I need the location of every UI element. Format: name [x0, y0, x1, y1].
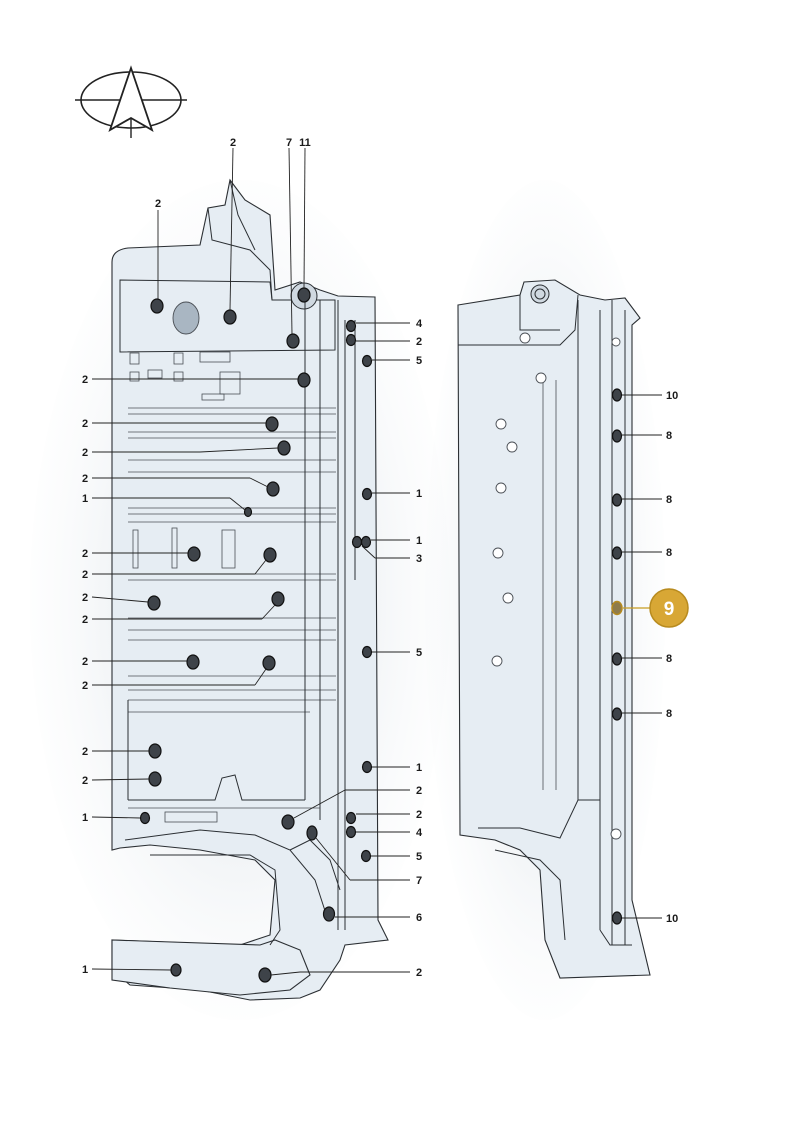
- weld-spot: [266, 481, 280, 497]
- weld-spot: [286, 333, 300, 349]
- label-right: 5: [416, 355, 422, 367]
- label-left: 2: [82, 447, 88, 459]
- right-weld-spots: [611, 388, 623, 925]
- weld-spot: [360, 535, 372, 549]
- weld-spot: [611, 493, 623, 507]
- weld-spot: [361, 760, 373, 774]
- label-left: 2: [82, 680, 88, 692]
- weld-spot: [611, 546, 623, 560]
- label-right-panel: 8: [666, 547, 672, 559]
- weld-spot: [187, 546, 201, 562]
- weld-spot: [148, 771, 162, 787]
- weld-spot: [170, 963, 182, 977]
- labels-left-top: 2 2 7 11: [155, 137, 311, 210]
- callout-badge[interactable]: 9: [649, 588, 689, 628]
- label-right: 2: [416, 967, 422, 979]
- callout-number: 9: [664, 599, 675, 620]
- leader-lines: [91, 147, 662, 976]
- label-right-panel: 10: [666, 913, 678, 925]
- weld-spot: [263, 547, 277, 563]
- weld-spot: [611, 707, 623, 721]
- label-left: 2: [82, 746, 88, 758]
- labels-right-panel: 10 8 8 8 8 8 10: [666, 390, 678, 925]
- weld-spot: [262, 655, 276, 671]
- left-panel-assembly: [30, 178, 450, 1020]
- label-left: 2: [82, 569, 88, 581]
- weld-spot: [611, 652, 623, 666]
- label-top: 2: [230, 137, 236, 149]
- label-right-panel: 8: [666, 430, 672, 442]
- label-right: 4: [416, 318, 423, 330]
- label-left: 2: [82, 592, 88, 604]
- weld-spot: [351, 535, 363, 549]
- label-right: 7: [416, 875, 422, 887]
- label-left: 2: [82, 473, 88, 485]
- label-top: 7: [286, 137, 292, 149]
- label-right: 1: [416, 488, 422, 500]
- labels-left-side: 2 2 2 2 1 2 2 2 2 2 2 2 2 1 1: [82, 374, 88, 976]
- weld-spot: [361, 487, 373, 501]
- weld-spot: [360, 849, 372, 863]
- weld-spot: [345, 319, 357, 333]
- label-left: 2: [82, 418, 88, 430]
- weld-spot: [281, 814, 295, 830]
- label-right: 1: [416, 535, 422, 547]
- weld-spot: [271, 591, 285, 607]
- weld-spot: [361, 354, 373, 368]
- weld-spot: [297, 287, 311, 303]
- label-left: 1: [82, 812, 88, 824]
- label-right: 2: [416, 809, 422, 821]
- weld-spot: [258, 967, 272, 983]
- label-left: 2: [82, 374, 88, 386]
- label-right-panel: 10: [666, 390, 678, 402]
- weld-spot: [139, 811, 151, 825]
- label-left: 1: [82, 493, 88, 505]
- weld-spot: [306, 825, 318, 841]
- weld-spot: [297, 372, 311, 388]
- label-right-panel: 8: [666, 708, 672, 720]
- label-right: 5: [416, 647, 422, 659]
- weld-spot: [148, 743, 162, 759]
- label-left: 2: [82, 775, 88, 787]
- weld-spot: [147, 595, 161, 611]
- weld-spot: [265, 416, 279, 432]
- label-left: 2: [82, 548, 88, 560]
- weld-spot: [150, 298, 164, 314]
- label-left: 2: [82, 614, 88, 626]
- label-left: 1: [82, 964, 88, 976]
- weld-spot: [345, 333, 357, 347]
- weld-spot: [243, 506, 253, 518]
- label-top: 11: [299, 137, 311, 149]
- weld-spot: [322, 906, 336, 922]
- label-right: 1: [416, 762, 422, 774]
- weld-spot: [277, 440, 291, 456]
- weld-spot: [345, 825, 357, 839]
- weld-spot: [611, 388, 623, 402]
- weld-spot: [345, 811, 357, 825]
- weld-spot: [361, 645, 373, 659]
- labels-left-right-side: 4 2 5 1 1 3 5 1 2 2 4 5 7 6 2: [416, 318, 423, 979]
- label-right: 2: [416, 785, 422, 797]
- right-rocker-panel: [425, 180, 665, 1020]
- label-right: 2: [416, 336, 422, 348]
- label-left: 2: [82, 656, 88, 668]
- north-arrow-compass-logo: [75, 65, 187, 138]
- weld-spot: [223, 309, 237, 325]
- weld-spot: [186, 654, 200, 670]
- label-right: 6: [416, 912, 422, 924]
- weld-spot: [611, 429, 623, 443]
- label-right: 5: [416, 851, 422, 863]
- weld-spot-highlighted: [611, 600, 623, 616]
- label-right: 4: [416, 827, 423, 839]
- weld-spot: [611, 911, 623, 925]
- label-right: 3: [416, 553, 422, 565]
- label-top: 2: [155, 198, 161, 210]
- label-right-panel: 8: [666, 494, 672, 506]
- label-right-panel: 8: [666, 653, 672, 665]
